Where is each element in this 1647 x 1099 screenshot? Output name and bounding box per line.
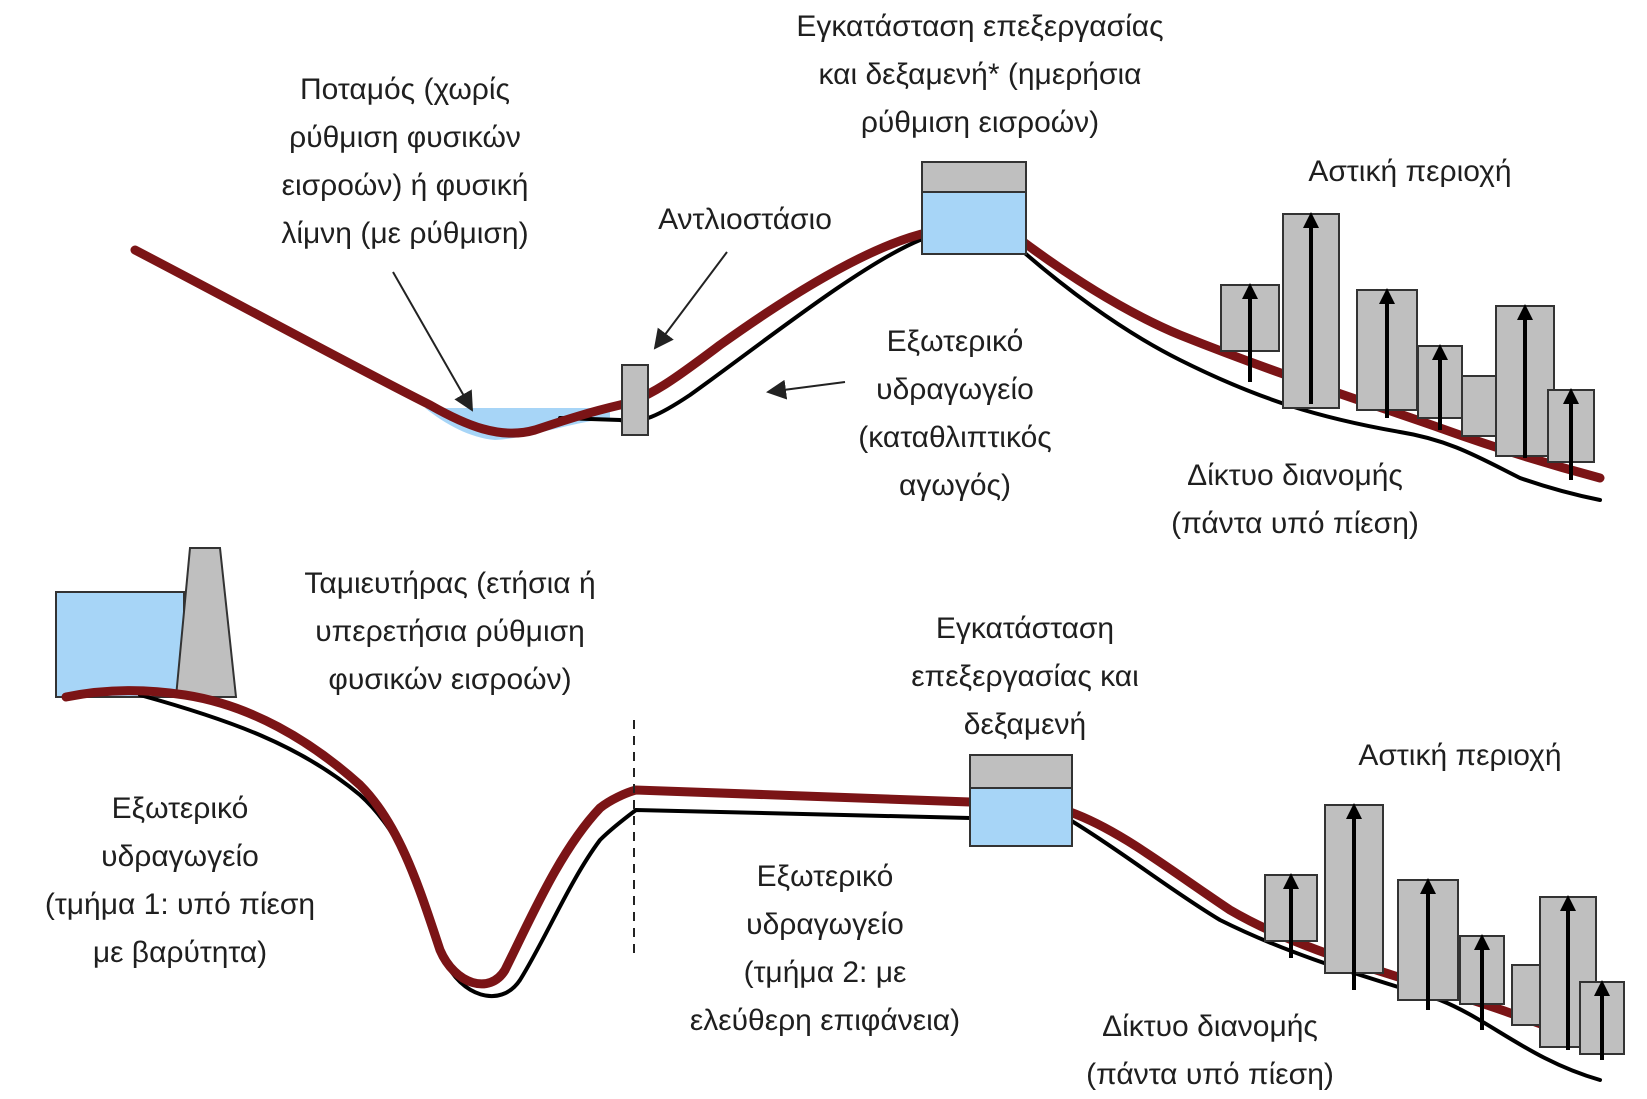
top-scheme: [130, 161, 1605, 502]
bottom-ground-line: [138, 693, 1602, 1082]
top-urban-area-label: Αστική περιοχή: [1260, 148, 1560, 196]
building: [1461, 375, 1501, 437]
pressure-arrowhead: [1346, 803, 1362, 819]
label-line: αγωγός): [899, 469, 1011, 502]
bottom-plant-roof: [969, 754, 1073, 789]
pressure-arrowhead: [1563, 388, 1579, 404]
aqueduct-callout-arrow: [766, 379, 846, 400]
label-line: (πάντα υπό πίεση): [1171, 507, 1419, 540]
pump-station: [621, 364, 649, 436]
treatment-plant-label: Εγκατάσταση επεξεργασίας και δεξαμενή* (η…: [720, 3, 1240, 147]
pressure-arrowhead: [1283, 873, 1299, 889]
reservoir-water: [55, 591, 185, 698]
bottom-scheme: [55, 547, 1625, 1082]
pressure-arrowhead: [1432, 344, 1448, 360]
label-line: Αστική περιοχή: [1358, 739, 1562, 772]
reservoir-label: Ταμιευτήρας (ετήσια ή υπερετήσια ρύθμιση φ…: [245, 560, 655, 704]
label-line: Αστική περιοχή: [1308, 155, 1512, 188]
pressure-arrowhead: [1379, 288, 1395, 304]
label-line: Δίκτυο διανομής: [1102, 1010, 1318, 1043]
pressure-arrowhead: [1303, 212, 1319, 228]
top-ground-line: [558, 238, 1602, 502]
label-line: επεξεργασίας και: [911, 660, 1139, 693]
label-line: δεξαμενή: [963, 708, 1087, 741]
top-urban-buildings: [1220, 212, 1595, 480]
label-line: (καταθλιπτικός: [858, 421, 1052, 454]
label-line: με βαρύτητα): [92, 936, 268, 969]
aqueduct-section2-label: Εξωτερικό υδραγωγείο (τμήμα 2: με ελεύθερη …: [635, 853, 1015, 1045]
bottom-tank-water: [969, 787, 1073, 847]
pressure-arrowhead: [1242, 283, 1258, 299]
label-line: υδραγωγείο: [876, 373, 1034, 406]
label-line: Ταμιευτήρας (ετήσια ή: [304, 567, 596, 600]
pump-callout-arrow: [653, 251, 728, 350]
label-line: και δεξαμενή* (ημερήσια: [818, 58, 1142, 91]
pump-station-label: Αντλιοστάσιο: [600, 196, 890, 244]
bottom-urban-buildings: [1264, 803, 1625, 1060]
pressure-arrowhead: [1517, 304, 1533, 320]
label-line: λίμνη (με ρύθμιση): [281, 217, 529, 250]
label-line: Ποταμός (χωρίς: [300, 73, 510, 106]
label-line: Εξωτερικό: [886, 325, 1024, 358]
label-line: εισροών) ή φυσική: [281, 169, 529, 202]
treatment-tank-water: [921, 191, 1027, 255]
pressure-arrowhead: [1474, 934, 1490, 950]
label-line: Εξωτερικό: [111, 792, 249, 825]
bottom-treatment-plant-label: Εγκατάσταση επεξεργασίας και δεξαμενή: [860, 605, 1190, 749]
aqueduct-section1-label: Εξωτερικό υδραγωγείο (τμήμα 1: υπό πίεση με…: [0, 785, 360, 977]
bottom-distribution-network-label: Δίκτυο διανομής (πάντα υπό πίεση): [1040, 1003, 1380, 1099]
label-line: Εγκατάσταση: [935, 612, 1115, 645]
label-line: ρύθμιση εισροών): [860, 106, 1100, 139]
pressure-arrowhead: [1560, 895, 1576, 911]
river-label: Ποταμός (χωρίς ρύθμιση φυσικών εισροών) ή …: [205, 66, 605, 258]
pressure-arrowhead: [1420, 878, 1436, 894]
treatment-plant-roof: [921, 161, 1027, 193]
label-line: ελεύθερη επιφάνεια): [689, 1004, 961, 1037]
pressure-arrowhead: [1594, 980, 1610, 996]
label-line: Εγκατάσταση επεξεργασίας: [796, 10, 1164, 43]
label-line: ρύθμιση φυσικών: [289, 121, 521, 154]
label-line: (τμήμα 2: με: [743, 956, 907, 989]
top-distribution-network-label: Δίκτυο διανομής (πάντα υπό πίεση): [1125, 452, 1465, 548]
label-line: υπερετήσια ρύθμιση: [315, 615, 585, 648]
label-line: (τμήμα 1: υπό πίεση: [44, 888, 316, 921]
label-line: υδραγωγείο: [101, 840, 259, 873]
dam: [174, 547, 238, 698]
label-line: Εξωτερικό: [756, 860, 894, 893]
label-line: Αντλιοστάσιο: [658, 203, 832, 236]
bottom-urban-area-label: Αστική περιοχή: [1310, 732, 1610, 780]
label-line: υδραγωγείο: [746, 908, 904, 941]
label-line: φυσικών εισροών): [328, 663, 572, 696]
pressure-aqueduct-label: Εξωτερικό υδραγωγείο (καταθλιπτικός αγωγός): [820, 318, 1090, 510]
label-line: Δίκτυο διανομής: [1187, 459, 1403, 492]
river-callout-arrow: [392, 271, 473, 412]
label-line: (πάντα υπό πίεση): [1086, 1058, 1334, 1091]
